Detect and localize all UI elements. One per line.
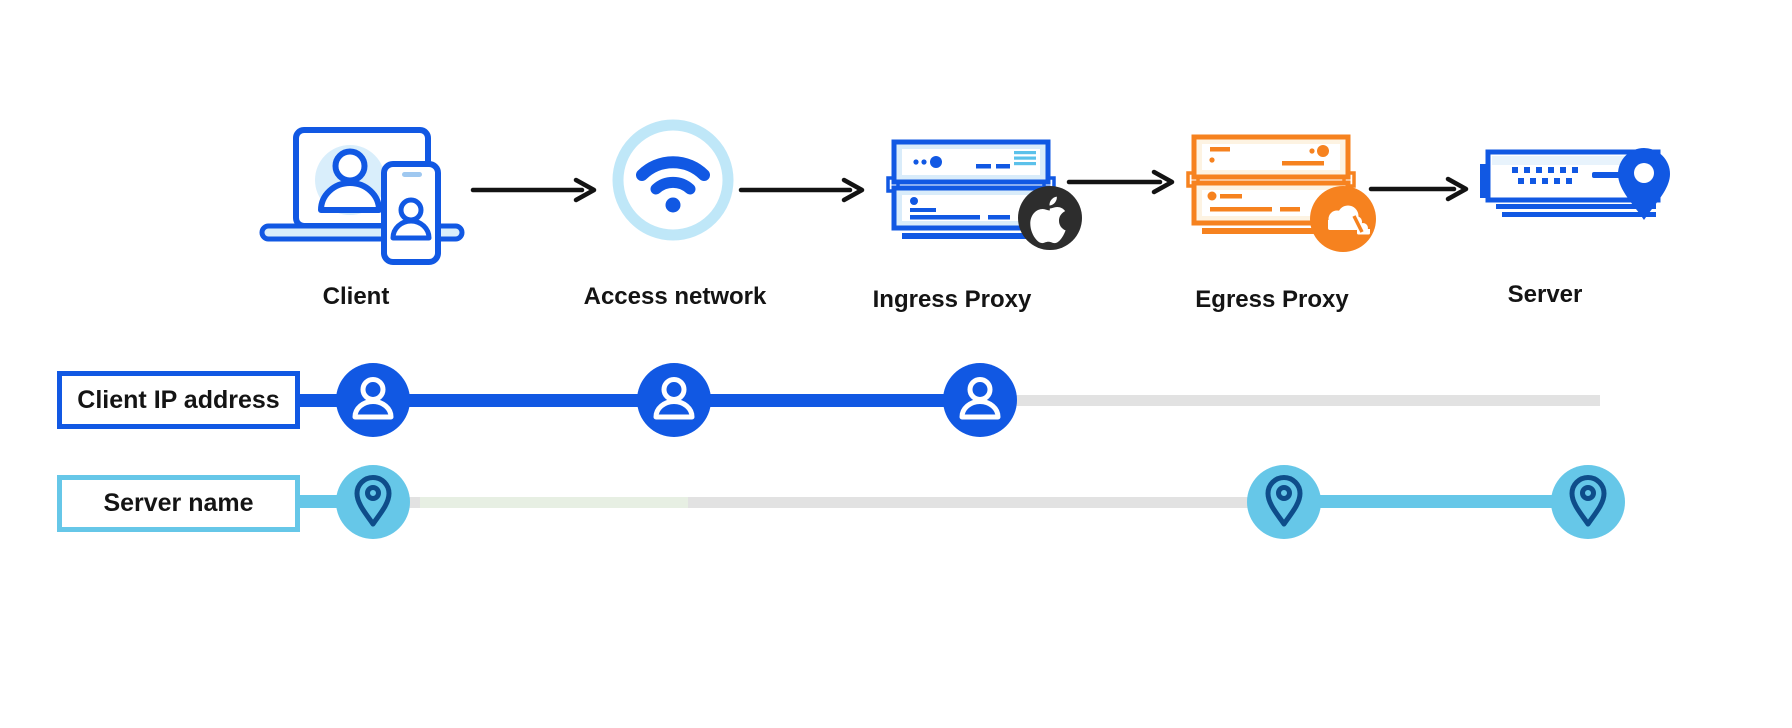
track-label-text: Server name [103, 489, 254, 517]
node-label-egress-proxy: Egress Proxy [1195, 286, 1349, 313]
flow-arrow-icon [1066, 169, 1175, 195]
track-label-client-ip-address: Client IP address [57, 371, 300, 429]
user-icon [637, 363, 711, 437]
location-pin-icon [336, 465, 410, 539]
user-icon [943, 363, 1017, 437]
track-label-text: Client IP address [77, 385, 280, 414]
node-label-client: Client [322, 283, 390, 310]
user-icon [336, 363, 410, 437]
pin-marker-client [336, 465, 410, 539]
flow-arrow-icon [470, 177, 597, 203]
pin-marker-egress-proxy [1247, 465, 1321, 539]
wifi-icon [612, 119, 734, 241]
server-location-icon [1480, 148, 1670, 220]
pin-marker-server [1551, 465, 1625, 539]
client-ip-hidden-segment [1016, 395, 1600, 406]
cloudflare-logo-badge-icon [1310, 186, 1376, 252]
user-marker-client [336, 363, 410, 437]
client-device-icon [259, 127, 465, 265]
node-label-ingress-proxy: Ingress Proxy [872, 286, 1032, 313]
location-pin-icon [1247, 465, 1321, 539]
location-pin-icon [1551, 465, 1625, 539]
node-label-server: Server [1507, 281, 1583, 308]
server-name-hidden-segment [408, 497, 1248, 508]
flow-arrow-icon [738, 177, 865, 203]
server-stack-blue-icon [886, 139, 1056, 239]
faint-highlight-segment [420, 497, 688, 508]
user-marker-ingress-proxy [943, 363, 1017, 437]
flow-arrow-icon [1368, 176, 1469, 202]
apple-logo-badge-icon [1018, 186, 1082, 250]
node-label-access-network: Access network [583, 283, 767, 310]
server-name-known-segment-right [1300, 495, 1592, 508]
user-marker-access-network [637, 363, 711, 437]
track-label-server-name: Server name [57, 475, 300, 532]
